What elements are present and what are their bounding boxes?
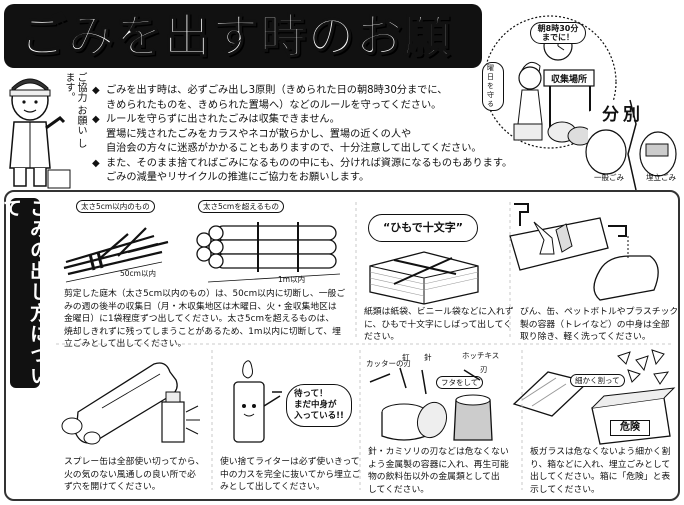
spray-text: スプレー缶は全部使い切ってから、 火の気のない風通しの良い所で必 ず穴を開けてく… bbox=[64, 456, 204, 494]
rules-list: ごみを出す時は、必ずごみ出し3原則（きめられた日の朝8時30分までに、 きめられ… bbox=[92, 84, 513, 186]
day-bubble: 曜日を守る bbox=[482, 62, 504, 111]
rule-line: ごみを出す時は、必ずごみ出し3原則（きめられた日の朝8時30分までに、 bbox=[106, 85, 448, 96]
title-banner: ごみを出す時のお願い bbox=[4, 4, 482, 68]
rule-line: ごみの減量やリサイクルの推進にご協力をお願いします。 bbox=[106, 172, 370, 183]
text-line: してください。 bbox=[368, 484, 430, 495]
text-line: 出してください。箱に「危険」と表 bbox=[530, 472, 671, 482]
text-line: みの週の後半の収集日（月・木収集地区は木曜日、火・金収集地区は bbox=[64, 301, 337, 312]
spray-can-illustration bbox=[61, 362, 200, 445]
rule-item: また、そのまま捨てればごみになるものの中にも、分ければ資源になるものもあります。… bbox=[92, 157, 513, 186]
dim-small: 50cm以内 bbox=[120, 269, 156, 278]
paper-label: “ひもで十文字” bbox=[368, 214, 478, 242]
tag-small-branch: 太さ5cm以内のもの bbox=[76, 200, 155, 213]
lighter-speech: 待って！ まだ中身が 入っている!! bbox=[286, 384, 352, 427]
dim-large: 1m以内 bbox=[278, 275, 306, 284]
speech-line: 待って！ bbox=[294, 389, 328, 399]
text-line: に、ひもで十文字にしばって出してく bbox=[364, 319, 512, 330]
rule-line: また、そのまま捨てればごみになるものの中にも、分ければ資源になるものもあります。 bbox=[106, 157, 513, 169]
rule-line: 置場に残されたごみをカラスやネコが散らかし、置場の近くの人や bbox=[106, 128, 412, 140]
glass-break-tag: 細かく割って bbox=[570, 374, 625, 387]
worker-illustration bbox=[9, 78, 71, 189]
text-line: 火の気のない風通しの良い所で必 bbox=[64, 469, 196, 480]
bag-general-label: 一般ごみ bbox=[594, 173, 624, 182]
sink-bottles-illustration bbox=[509, 203, 659, 301]
danger-box-label: 危険 bbox=[610, 420, 650, 436]
sharps-label-needle: 針 bbox=[424, 353, 432, 362]
cell-dividers bbox=[56, 202, 672, 490]
lighter-illustration bbox=[233, 360, 282, 443]
sharps-text: 針・カミソリの刃などは危なくない よう金属製の容器に入れ、再生可能 物の飲料缶以… bbox=[368, 446, 509, 496]
lighter-text: 使い捨てライターは必ず使いきって 中の力スを完全に抜いてから埋立ご みとして出し… bbox=[220, 456, 361, 494]
lid-label: フタをして bbox=[436, 376, 484, 389]
sharps-label-cutter: カッターの刃 bbox=[366, 359, 411, 368]
text-line: びん、缶、ペットボトルやプラスチック bbox=[520, 307, 679, 317]
tag-large-branch: 太さ5cmを超えるもの bbox=[198, 200, 284, 213]
collection-scene bbox=[483, 15, 677, 191]
text-line: みとして出してください。 bbox=[220, 482, 325, 492]
rule-line: きめられたものを、きめられた置場へ）などのルールを守ってください。 bbox=[106, 99, 442, 111]
text-line: り、箱などに入れ、埋立ごみとして bbox=[530, 459, 671, 470]
text-line: 製の容器（トレイなど）の中身は全部 bbox=[520, 319, 670, 330]
collection-sign: 収集場所 bbox=[550, 75, 587, 85]
rule-item: ルールを守らずに出されたごみは収集できません。 置場に残されたごみをカラスやネコ… bbox=[92, 113, 492, 157]
text-line: ず穴を開けてください。 bbox=[64, 482, 161, 492]
sharps-label-stapler: ホッチキス bbox=[462, 351, 500, 360]
text-line: 焼却しきれずに残ってしまうことがあるため、1m以内に切断して、埋 bbox=[64, 326, 341, 337]
speech-line: まだ中身が bbox=[294, 400, 337, 410]
text-line: 示してください。 bbox=[530, 484, 600, 495]
worker-speech: ご協力 お願い します。 bbox=[63, 72, 86, 149]
text-line: 中の力スを完全に抜いてから埋立ご bbox=[220, 469, 361, 480]
paper-text: 紙類は紙袋、ビニール袋などに入れず に、ひもで十文字にしばって出してく ださい。 bbox=[364, 306, 514, 344]
text-line: 紙類は紙袋、ビニール袋などに入れず bbox=[364, 307, 514, 317]
glass-text: 板ガラスは危なくないよう細かく割 り、箱などに入れ、埋立ごみとして 出してくださ… bbox=[530, 446, 670, 496]
bag-landfill-label: 埋立ごみ bbox=[646, 173, 676, 182]
sharps-illustration bbox=[369, 367, 493, 441]
paper-bundle-illustration bbox=[369, 251, 479, 305]
text-line: 剪定した庭木（太さ5cm以内のもの）は、50cm以内に切断し、一般ご bbox=[64, 289, 346, 299]
text-line: 金曜日）に1袋程度ずつ出してください。太さ5cmを超えるものは、 bbox=[64, 314, 335, 324]
text-line: 取り除き、軽く洗ってください。 bbox=[520, 332, 651, 342]
sharps-label-blade: 刃 bbox=[480, 365, 488, 374]
page-title: ごみを出す時のお願い bbox=[19, 8, 452, 68]
text-line: スプレー缶は全部使い切ってから、 bbox=[64, 457, 205, 467]
bunbetsu-label: 分別 bbox=[602, 105, 644, 125]
rule-item: ごみを出す時は、必ずごみ出し3原則（きめられた日の朝8時30分までに、 きめられ… bbox=[92, 84, 492, 113]
text-line: ださい。 bbox=[364, 332, 400, 342]
sharps-label-nail: 釘 bbox=[402, 353, 410, 362]
text-line: よう金属製の容器に入れ、再生可能 bbox=[368, 459, 509, 470]
rule-line: ルールを守らずに出されたごみは収集できません。 bbox=[106, 114, 340, 125]
text-line: 板ガラスは危なくないよう細かく割 bbox=[530, 447, 671, 457]
text-line: 針・カミソリの刃などは危なくない bbox=[368, 447, 509, 457]
branches-illustration bbox=[63, 222, 341, 283]
bottles-text: びん、缶、ペットボトルやプラスチック 製の容器（トレイなど）の中身は全部 取り除… bbox=[520, 306, 678, 344]
branches-text: 剪定した庭木（太さ5cm以内のもの）は、50cm以内に切断し、一般ご みの週の後… bbox=[64, 288, 345, 351]
time-bubble: 朝8時30分までに！ bbox=[530, 22, 586, 44]
rule-line: 自治会の方々に迷惑がかかることもありますので、十分注意して出してください。 bbox=[106, 143, 482, 154]
speech-line: 入っている!! bbox=[294, 411, 344, 421]
text-line: 使い捨てライターは必ず使いきって bbox=[220, 457, 360, 467]
text-line: 立ごみとして出してください。 bbox=[64, 339, 187, 349]
text-line: 物の飲料缶以外の金属類として出 bbox=[368, 472, 500, 482]
